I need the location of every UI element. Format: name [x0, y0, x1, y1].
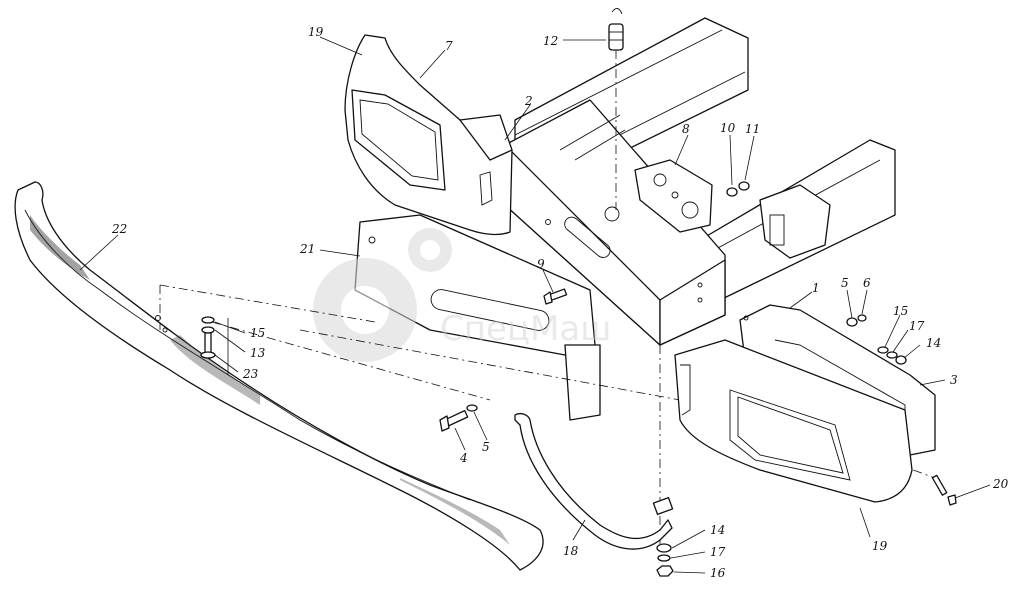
callout-1: 1 [812, 281, 820, 295]
callout-10: 10 [720, 121, 736, 135]
bracket-part-8 [634, 159, 713, 233]
callout-17-right: 17 [909, 319, 925, 333]
watermark: СпецМаш [313, 228, 611, 362]
nut-pair-10-11 [726, 181, 750, 197]
callout-6: 6 [863, 276, 871, 290]
callout-14-bottom: 14 [710, 523, 725, 537]
callout-19-bottom: 19 [872, 539, 888, 553]
bumper-upper-half [344, 34, 513, 236]
callout-labels: 19 7 12 2 8 10 11 22 21 9 1 5 6 15 17 14… [111, 25, 1009, 580]
bolt-part-20 [931, 474, 957, 506]
bumper-end-right [674, 339, 913, 503]
callout-5-left: 5 [482, 440, 490, 454]
nut-stack-bottom [656, 543, 674, 577]
callout-21: 21 [299, 242, 315, 256]
callout-16: 16 [710, 566, 726, 580]
callout-8: 8 [682, 122, 690, 136]
callout-7: 7 [445, 39, 453, 53]
callout-19-top: 19 [308, 25, 324, 39]
callout-11: 11 [745, 122, 760, 136]
bolt-part-9 [543, 288, 568, 305]
frame-bracket-right [759, 184, 831, 259]
watermark-text: СпецМаш [440, 309, 611, 349]
bracket-part-18 [514, 413, 674, 550]
callout-14-right: 14 [926, 336, 941, 350]
callout-2: 2 [524, 94, 533, 108]
callout-20: 20 [992, 477, 1009, 491]
callout-18: 18 [563, 544, 579, 558]
bolt-part-23 [200, 316, 216, 359]
callout-3: 3 [950, 373, 958, 387]
callout-17-bottom: 17 [710, 545, 726, 559]
bolt-part-4 [439, 404, 478, 432]
tow-pin-part-12 [608, 8, 624, 210]
callout-15-right: 15 [893, 304, 908, 318]
bumper-lower-beam-part-22 [14, 181, 544, 571]
callout-12: 12 [543, 34, 558, 48]
callout-4: 4 [459, 451, 468, 465]
callout-23: 23 [242, 367, 259, 381]
callout-5-right: 5 [841, 276, 849, 290]
callout-9: 9 [537, 257, 545, 271]
leader-lines [79, 36, 991, 574]
callout-22: 22 [111, 222, 127, 236]
callout-13: 13 [250, 346, 266, 360]
callout-15-left: 15 [250, 326, 265, 340]
